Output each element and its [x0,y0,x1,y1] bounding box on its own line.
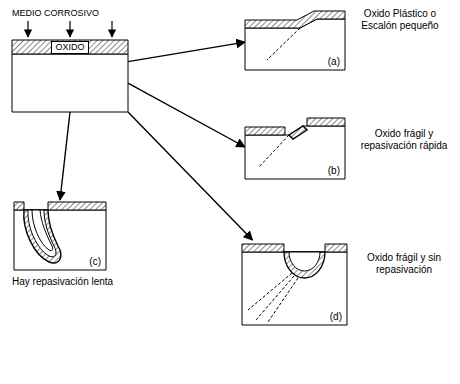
panel-letter: (a) [327,56,341,67]
panel-slow-repassivation: (c) [14,200,106,270]
case-note: Oxido Plástico o Escalón pequeño [360,8,440,32]
case-note: Hay repasivación lenta [12,276,142,288]
transition-arrow [128,112,253,240]
case-note: Oxido frágil y repasivación rápida [360,128,448,152]
panel-fast-repassivation: (b) [245,115,345,179]
panel-letter: (d) [329,311,343,322]
transition-arrow [60,112,70,200]
panel-letter: (c) [88,256,102,267]
panel-letter: (b) [327,165,341,176]
transition-arrow [128,42,245,62]
transition-arrow [128,83,245,147]
panel-no-repassivation: (d) [242,240,347,325]
metal-block: OXIDO [12,40,128,112]
layer-label: OXIDO [51,41,88,54]
panel-plastic-oxide: (a) [245,8,345,70]
case-note: Oxido frágil y sin repasivación [358,252,450,276]
corrosive-medium-arrows [28,21,112,37]
medium-label: MEDIO CORROSIVO [12,7,137,19]
